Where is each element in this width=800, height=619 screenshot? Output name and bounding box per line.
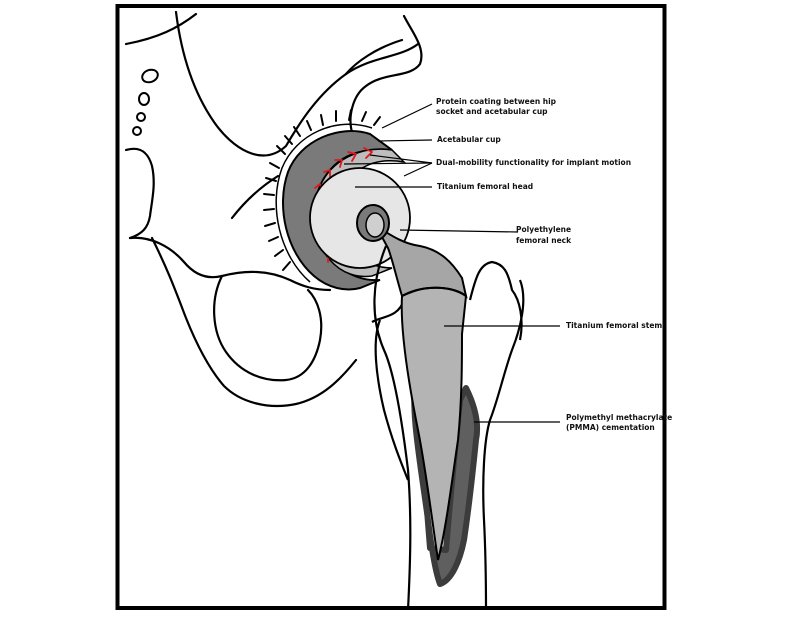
pelvis-bone (124, 10, 423, 408)
trunnion-inner (365, 212, 385, 238)
stem-body (400, 285, 468, 561)
femoral-neck (373, 223, 468, 299)
figure-frame (115, 4, 667, 610)
label-cement-line2: (PMMA) cementation (566, 423, 655, 432)
label-acetabular-cup: Acetabular cup (437, 135, 501, 144)
label-cement-line1: Polymethyl methacrylate (566, 413, 673, 422)
leader-lines (343, 103, 560, 423)
label-femoral-head: Titanium femoral head (437, 182, 534, 191)
label-protein-coating-line1: Protein coating between hip (436, 97, 557, 106)
protein-coating-line (275, 123, 373, 283)
label-dual-mobility: Dual-mobility functionality for implant … (436, 158, 632, 167)
stem-neck-junction (401, 286, 467, 297)
pmma-cement (411, 369, 480, 587)
label-femoral-neck-line2: femoral neck (516, 236, 572, 245)
cup-spikes (263, 109, 381, 271)
label-femoral-stem: Titanium femoral stem (566, 321, 663, 330)
sacrum-foramina (132, 68, 159, 136)
femoral-stem (356, 204, 468, 561)
label-femoral-neck-line1: Polyethylene (516, 225, 572, 234)
label-protein-coating-line2: socket and acetabular cup (436, 107, 548, 116)
